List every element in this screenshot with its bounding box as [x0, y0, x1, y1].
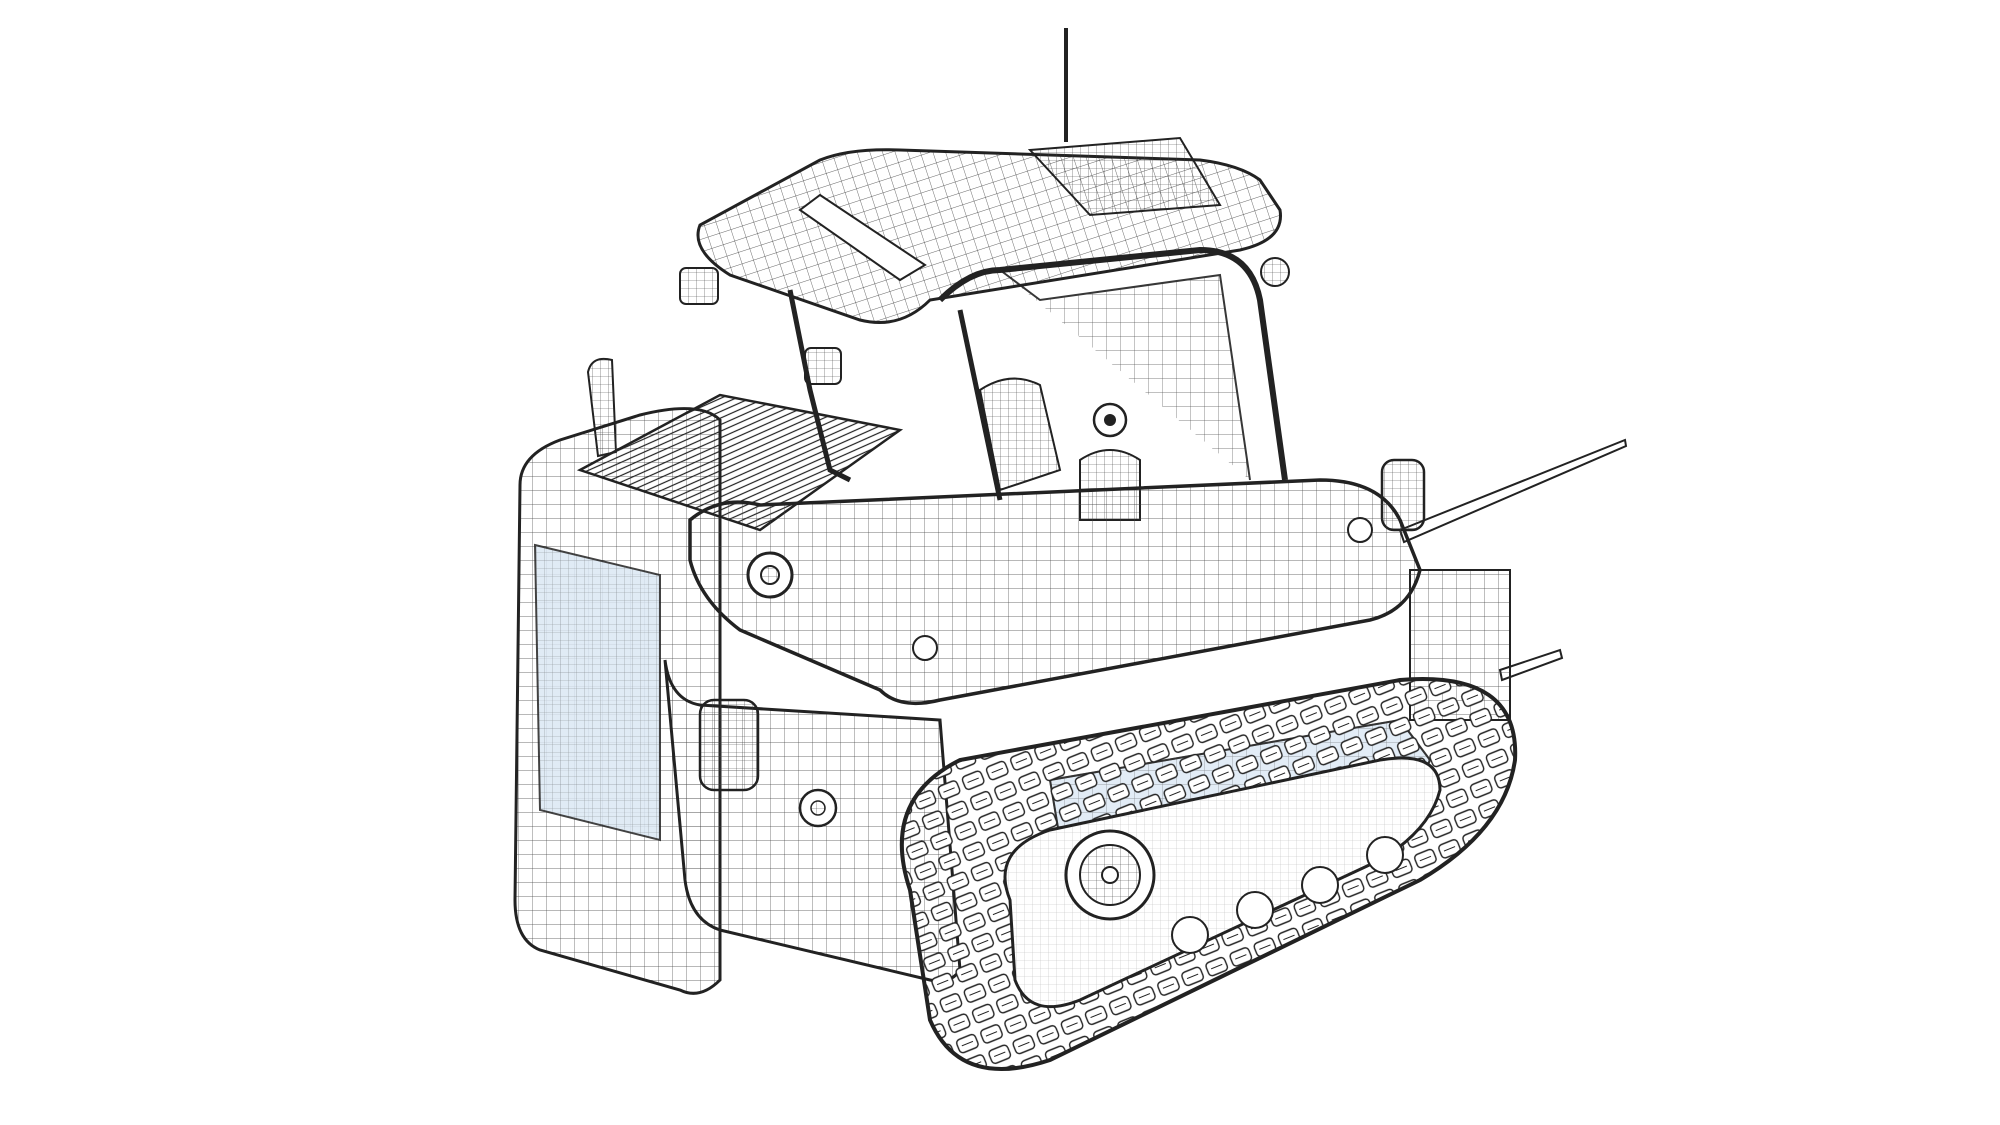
drive-sprocket [1064, 829, 1156, 921]
cab-frame [787, 246, 1288, 501]
rubber-track [899, 677, 1518, 1071]
road-wheels [1171, 836, 1404, 954]
cab-roof [696, 136, 1282, 324]
loader-arm [688, 478, 1422, 706]
